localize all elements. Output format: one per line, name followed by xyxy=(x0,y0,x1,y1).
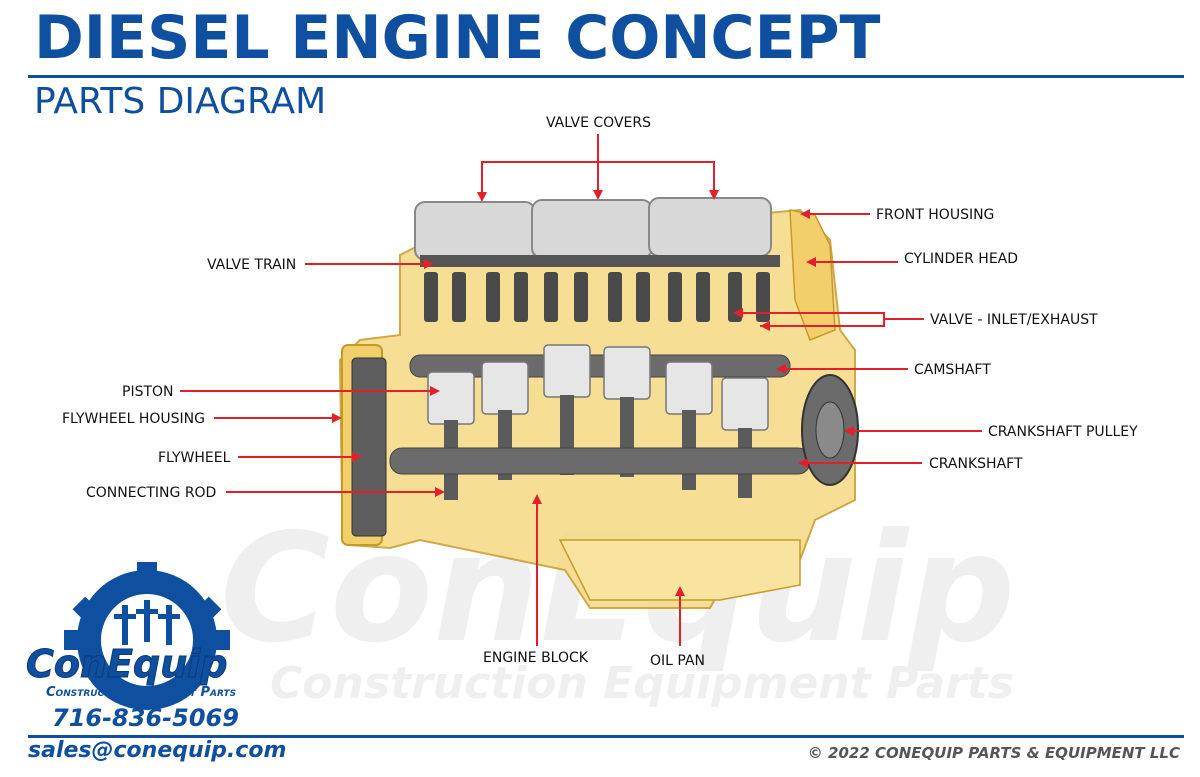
label-engine-block: ENGINE BLOCK xyxy=(483,650,588,666)
piston-3 xyxy=(543,344,591,398)
label-oil-pan: OIL PAN xyxy=(650,653,705,669)
valve-springs xyxy=(424,272,770,322)
piston-1 xyxy=(427,371,475,425)
pistons xyxy=(427,344,769,431)
flywheel-shape xyxy=(351,357,387,537)
valve-train-rail xyxy=(420,255,780,267)
label-valve-train: VALVE TRAIN xyxy=(207,257,297,273)
copyright-text: © 2022 CONEQUIP PARTS & EQUIPMENT LLC xyxy=(807,744,1180,762)
footer-rule xyxy=(28,735,1184,738)
label-camshaft: CAMSHAFT xyxy=(914,362,991,378)
crankshaft-pulley-shape xyxy=(801,374,859,486)
label-front-housing: FRONT HOUSING xyxy=(876,207,995,223)
brand-logo-text: ConEquip xyxy=(26,642,228,686)
valve-cover-1 xyxy=(414,201,536,261)
label-valve-covers: VALVE COVERS xyxy=(546,115,651,131)
brand-phone: 716-836-5069 xyxy=(52,704,239,732)
engine-block-body xyxy=(338,208,856,609)
watermark-tagline: Construction Equipment Parts xyxy=(270,658,1014,709)
label-crankshaft-pulley: CRANKSHAFT PULLEY xyxy=(988,424,1138,440)
valve-cover-group xyxy=(414,197,772,261)
leader-lines xyxy=(180,134,982,646)
brand-tagline: Construction Equipment Parts xyxy=(46,685,237,700)
label-valve-inlet-exhaust: VALVE - INLET/EXHAUST xyxy=(930,312,1098,328)
piston-5 xyxy=(665,361,713,415)
valve-cover-2 xyxy=(531,199,653,259)
piston-2 xyxy=(481,361,529,415)
label-connecting-rod: CONNECTING ROD xyxy=(86,485,217,501)
crankshaft-shape xyxy=(389,447,811,475)
piston-6 xyxy=(721,377,769,431)
label-flywheel: FLYWHEEL xyxy=(158,450,231,466)
cross-icons xyxy=(114,600,180,645)
label-cylinder-head: CYLINDER HEAD xyxy=(904,251,1019,267)
brand-email: sales@conequip.com xyxy=(28,738,287,763)
gear-icon xyxy=(64,562,230,710)
label-crankshaft: CRANKSHAFT xyxy=(929,456,1023,472)
header-rule xyxy=(28,75,1184,78)
page-subtitle: PARTS DIAGRAM xyxy=(34,81,327,122)
page-title: DIESEL ENGINE CONCEPT xyxy=(34,3,881,73)
label-piston: PISTON xyxy=(122,384,174,400)
piston-4 xyxy=(603,346,651,400)
valve-cover-3 xyxy=(648,197,772,257)
label-flywheel-housing: FLYWHEEL HOUSING xyxy=(62,411,205,427)
